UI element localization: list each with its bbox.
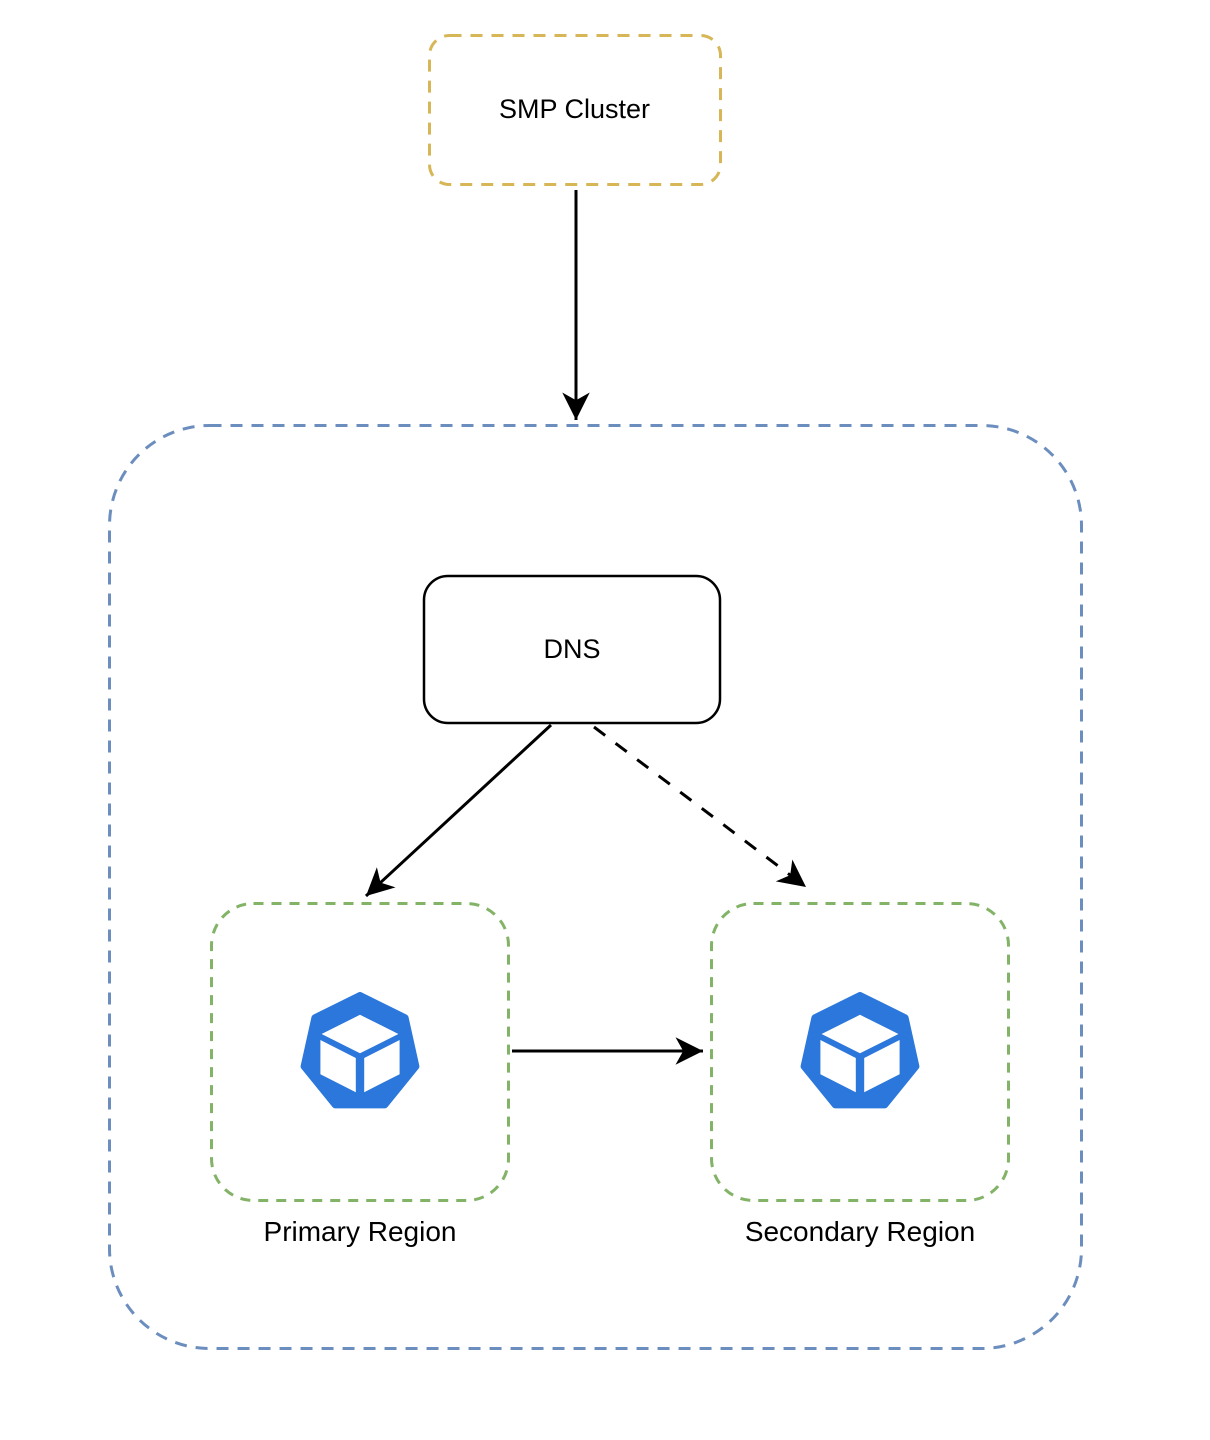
cube-right-face: [864, 1040, 900, 1093]
primary-region-label: Primary Region: [263, 1216, 457, 1247]
secondary-region-label: Secondary Region: [744, 1216, 976, 1247]
edge-dns-to-secondary: [593, 725, 807, 889]
cube-heptagon-icon: [800, 992, 920, 1109]
node-dns-box: [422, 574, 722, 725]
cube-left-face: [820, 1040, 856, 1093]
node-smp-cluster-box: [428, 34, 722, 186]
cube-top-face: [321, 1014, 399, 1054]
cube-top-face: [821, 1014, 899, 1054]
cube-left-face: [320, 1040, 356, 1093]
cube-right-face: [364, 1040, 400, 1093]
edge-dns-to-primary: [364, 723, 553, 898]
node-outer-group-box: [108, 424, 1083, 1350]
cube-heptagon-icon: [300, 992, 420, 1109]
